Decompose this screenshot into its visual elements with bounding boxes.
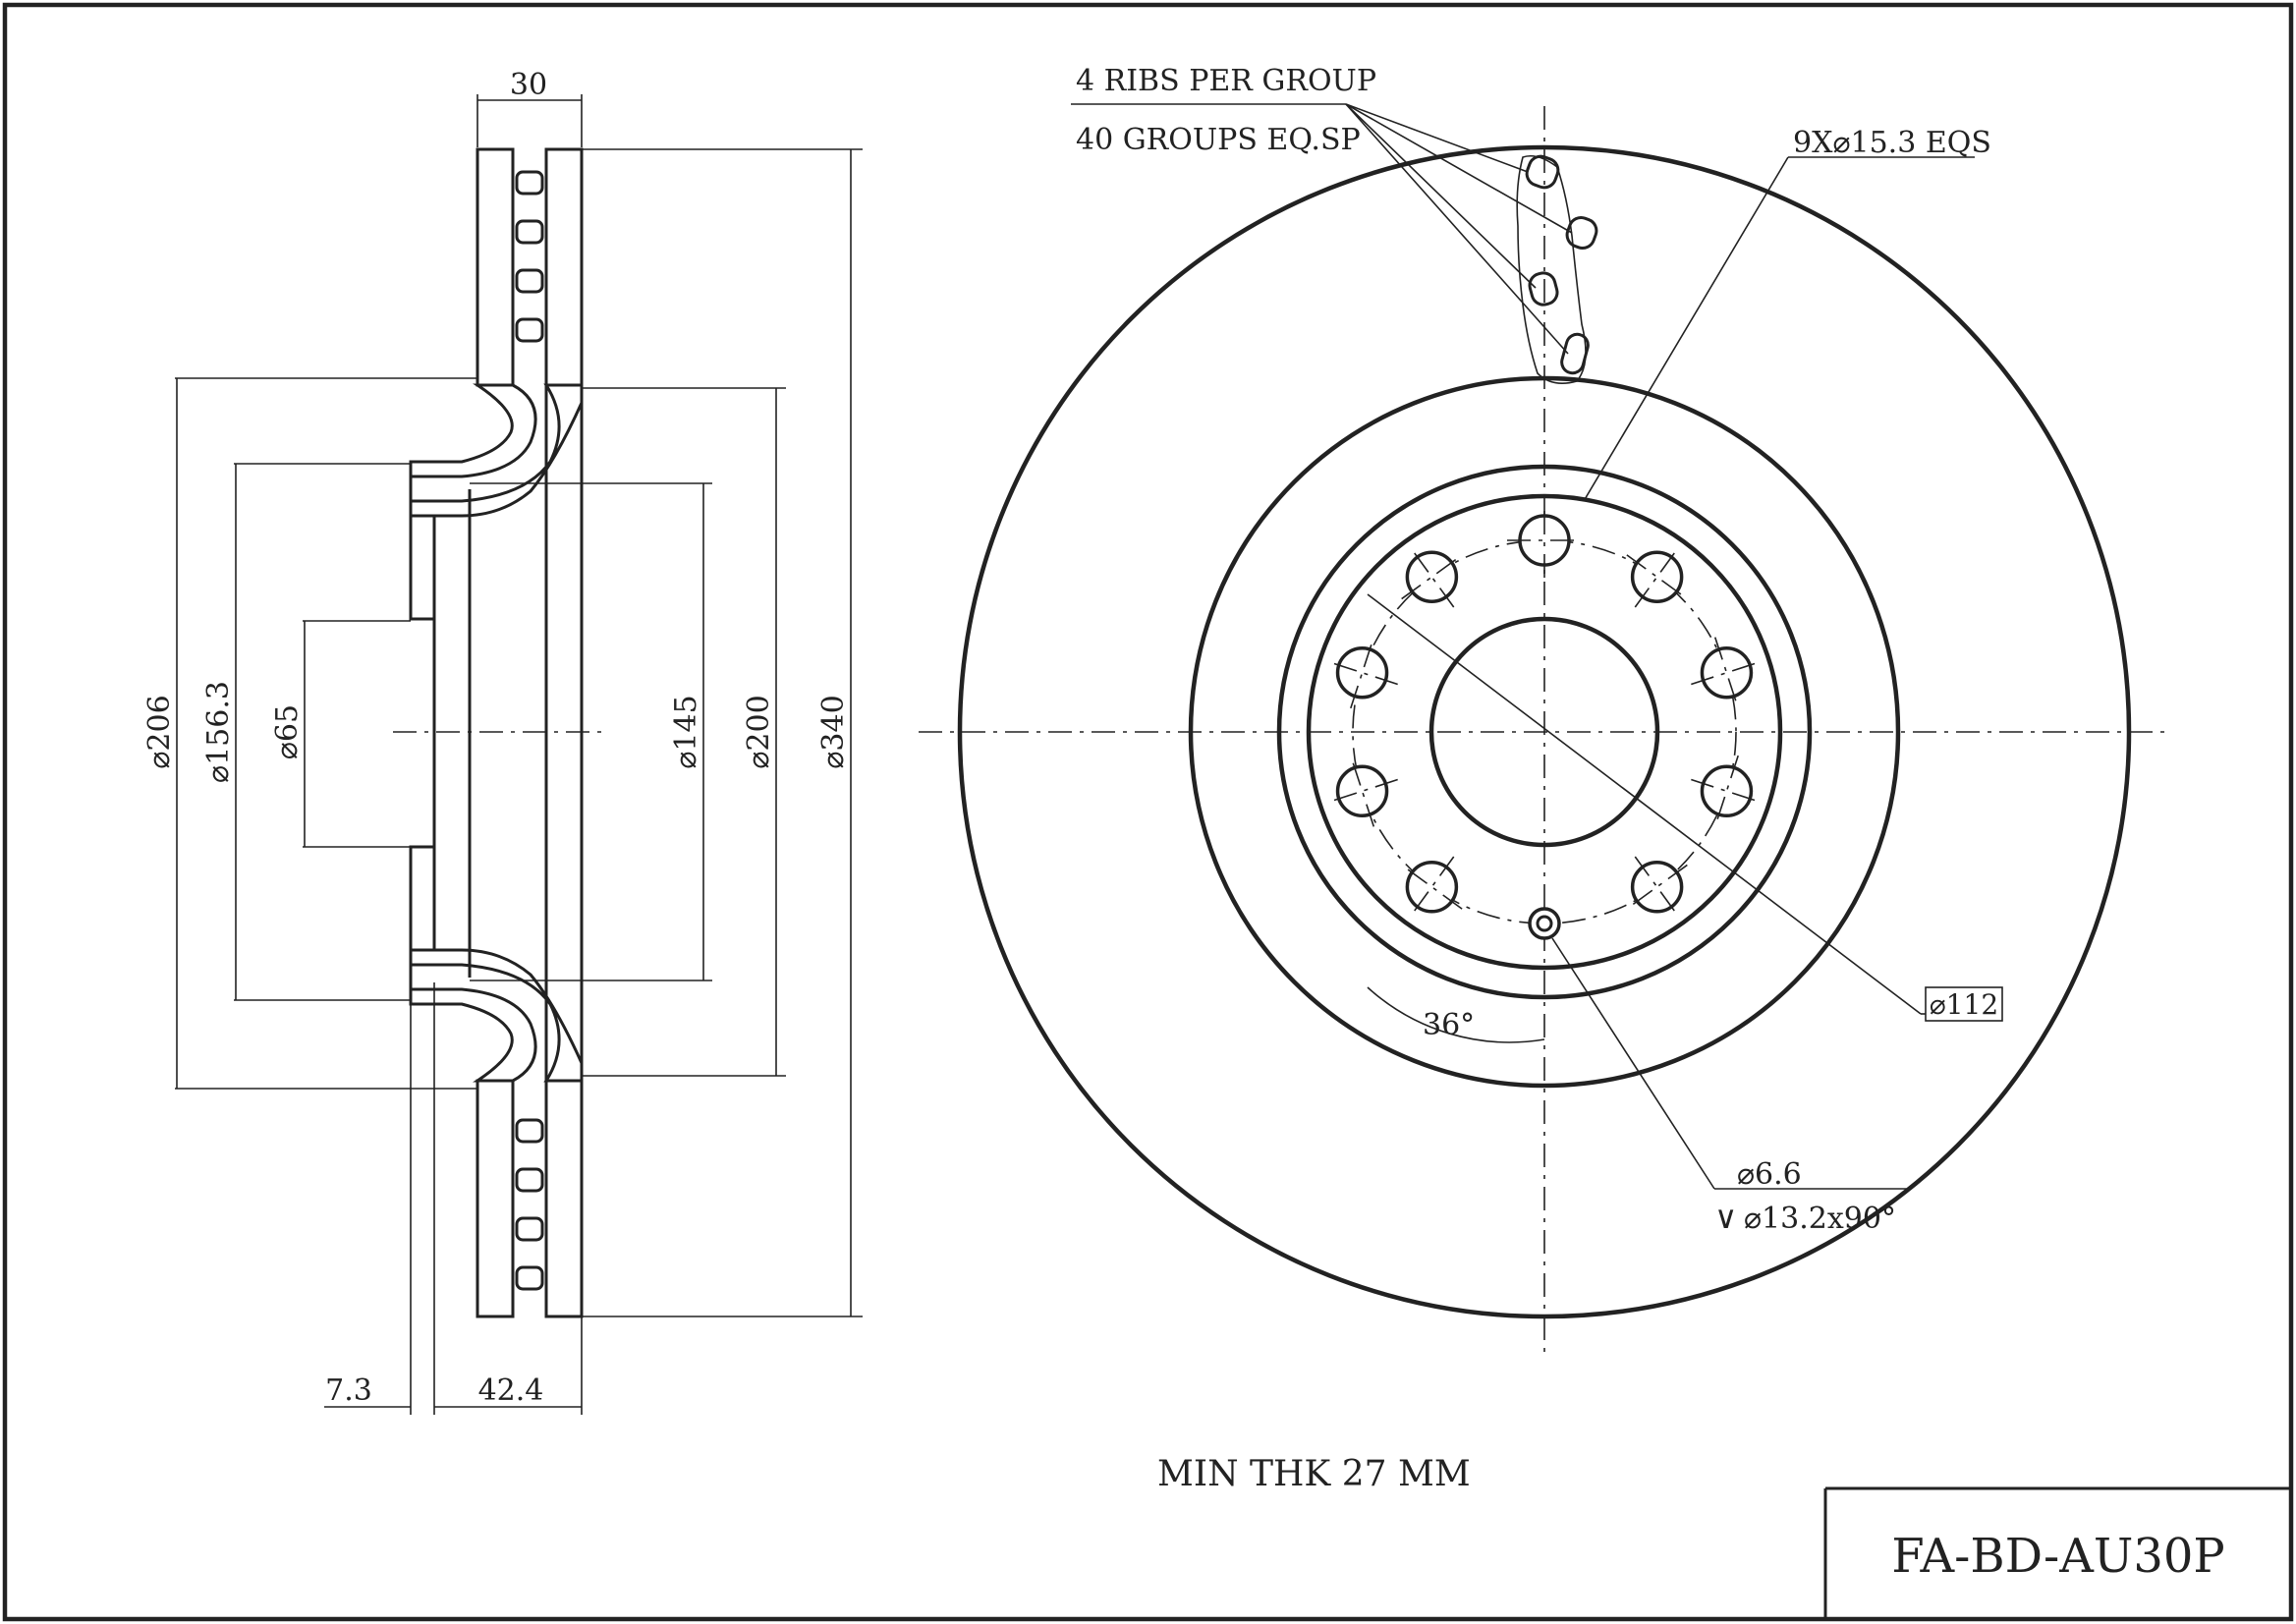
locating-hole-inner <box>1536 915 1553 932</box>
bolt-hole <box>1405 861 1459 914</box>
bolt-hole-centerline <box>1626 554 1688 600</box>
bolt-hole <box>1335 764 1389 818</box>
bolt-holes-note: 9X⌀15.3 EQS <box>1793 126 1991 160</box>
bolt-hole-centerline <box>1634 856 1680 918</box>
bolt-hole-centerline <box>1350 637 1375 709</box>
bolt-hole-centerline <box>1691 660 1763 686</box>
outer-plate-right <box>544 147 584 387</box>
countersink-note: ⌀13.2x90° <box>1744 1202 1896 1236</box>
dim-156: ⌀156.3 <box>201 681 236 783</box>
bolt-hole <box>1700 764 1754 818</box>
locating-hole-outer <box>1528 907 1561 940</box>
min-thickness-note: MIN THK 27 MM <box>1157 1454 1471 1494</box>
vent-slot <box>515 1216 544 1242</box>
bolt-hole <box>1630 861 1684 914</box>
dim-206: ⌀206 <box>142 695 177 768</box>
vent-slot <box>515 170 544 196</box>
vent-slot <box>515 268 544 294</box>
pcd-note-box <box>1925 986 2003 1022</box>
vent-slots <box>515 170 544 1291</box>
outer-plate-right-bottom <box>544 1079 584 1318</box>
title-block: FA-BD-AU30P <box>1823 1486 2291 1619</box>
bolt-hole <box>1630 550 1684 603</box>
ribs-note-2: 40 GROUPS EQ.SP <box>1076 123 1361 157</box>
bolt-hole-centerline <box>1713 637 1739 709</box>
part-number: FA-BD-AU30P <box>1891 1529 2224 1584</box>
leader-lines <box>1071 103 1975 1190</box>
side-section-view: 30 ⌀340 ⌀200 ⌀145 ⌀206 ⌀156.3 ⌀65 7.3 42… <box>142 68 863 1415</box>
hub-face-top <box>409 514 436 621</box>
vent-slot <box>515 219 544 245</box>
vent-slot <box>515 1265 544 1291</box>
hat-section-bottom <box>409 948 584 1083</box>
small-hole-note: ⌀6.6 <box>1737 1157 1802 1192</box>
bolt-hole-centerline <box>1409 546 1455 608</box>
vent-slot <box>515 1118 544 1144</box>
outer-plate-left <box>476 147 515 387</box>
dim-200: ⌀200 <box>742 695 776 768</box>
bolt-holes <box>1326 503 1763 918</box>
dim-thickness: 30 <box>510 68 547 102</box>
hat-section-top <box>409 383 584 518</box>
bolt-hole-centerline <box>1634 546 1680 608</box>
hub-face-bottom <box>409 845 436 952</box>
bolt-hole-centerline <box>1713 755 1739 827</box>
ribs-note-1: 4 RIBS PER GROUP <box>1076 64 1376 98</box>
dim-42-4: 42.4 <box>478 1373 544 1408</box>
bolt-hole-centerline <box>1691 778 1763 804</box>
dim-65: ⌀65 <box>270 704 305 759</box>
bolt-hole-centerline <box>1350 755 1375 827</box>
bolt-hole-centerline <box>1326 778 1398 804</box>
bolt-hole-centerline <box>1326 660 1398 686</box>
vent-slot-detail <box>1516 154 1598 384</box>
vent-slot <box>515 317 544 343</box>
bolt-hole <box>1335 645 1389 700</box>
dimension-lines <box>175 94 863 1415</box>
angle-note: 36° <box>1423 1008 1475 1042</box>
countersink-symbol: ∨ <box>1714 1199 1737 1236</box>
dim-7-3: 7.3 <box>325 1373 372 1408</box>
bolt-hole-centerline <box>1401 554 1463 600</box>
bolt-hole <box>1700 645 1754 700</box>
front-view: 4 RIBS PER GROUP 40 GROUPS EQ.SP 9X⌀15.3… <box>919 64 2171 1356</box>
vent-slot <box>515 1167 544 1193</box>
bolt-hole-centerline <box>1626 864 1688 910</box>
bolt-circle <box>1352 539 1737 924</box>
bolt-hole <box>1405 550 1459 603</box>
dim-340: ⌀340 <box>816 695 851 768</box>
dim-145: ⌀145 <box>669 695 703 768</box>
pcd-note: ⌀112 <box>1930 988 1998 1021</box>
outer-plate-left-bottom <box>476 1079 515 1318</box>
bolt-hole-centerline <box>1401 864 1463 910</box>
bolt-hole-centerline <box>1409 856 1455 918</box>
